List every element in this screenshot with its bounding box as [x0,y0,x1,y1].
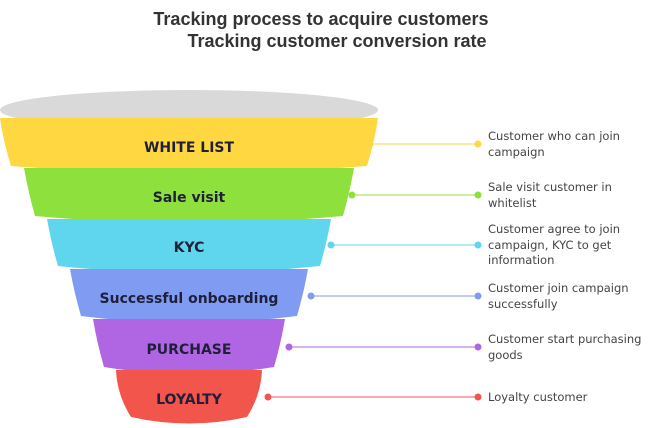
stage-label: LOYALTY [156,392,223,408]
stage-description-successful-onboarding: Customer join campaign successfully [488,281,629,311]
funnel-band [47,219,331,273]
stage-label: Successful onboarding [100,291,279,307]
funnel-band [93,319,285,374]
funnel-stage-successful-onboarding: Successful onboarding [70,269,482,323]
connector-dot-start [285,343,293,351]
funnel-stage-white-list: WHITE LIST [0,118,482,173]
stage-description-white-list: Customer who can join campaign [488,129,620,159]
stage-label: KYC [174,240,205,256]
stage-description-sale-visit: Sale visit customer in whitelist [488,180,612,210]
stage-description-kyc: Customer agree to join campaign, KYC to … [488,222,621,267]
diagram-subtitle: Tracking customer conversion rate [187,31,487,51]
connector-dot-end [474,292,482,300]
connector-dot-end [474,343,482,351]
connector-dot-start [307,292,315,300]
funnel-stage-kyc: KYC [47,219,482,273]
stage-description-purchase: Customer start purchasing goods [488,332,642,362]
connector-dot-end [474,393,482,401]
stage-label: WHITE LIST [144,140,235,156]
diagram-title: Tracking process to acquire customers [153,9,489,29]
connector-dot-start [327,241,335,249]
funnel-stage-loyalty: LOYALTY [116,370,482,424]
stage-label: Sale visit [153,190,226,206]
connector-dot-end [474,140,482,148]
connector-dot-start [366,140,374,148]
connector-dot-start [264,393,272,401]
funnel-band [70,269,308,323]
funnel-band [116,370,262,424]
funnel-stage-purchase: PURCHASE [93,319,482,374]
stage-description-loyalty: Loyalty customer [488,390,588,404]
connector-dot-start [348,191,356,199]
connector-dot-end [474,191,482,199]
funnel-band [0,118,378,173]
funnel-stage-sale-visit: Sale visit [24,168,482,223]
funnel-band [24,168,354,223]
stage-label: PURCHASE [147,342,232,358]
connector-dot-end [474,241,482,249]
